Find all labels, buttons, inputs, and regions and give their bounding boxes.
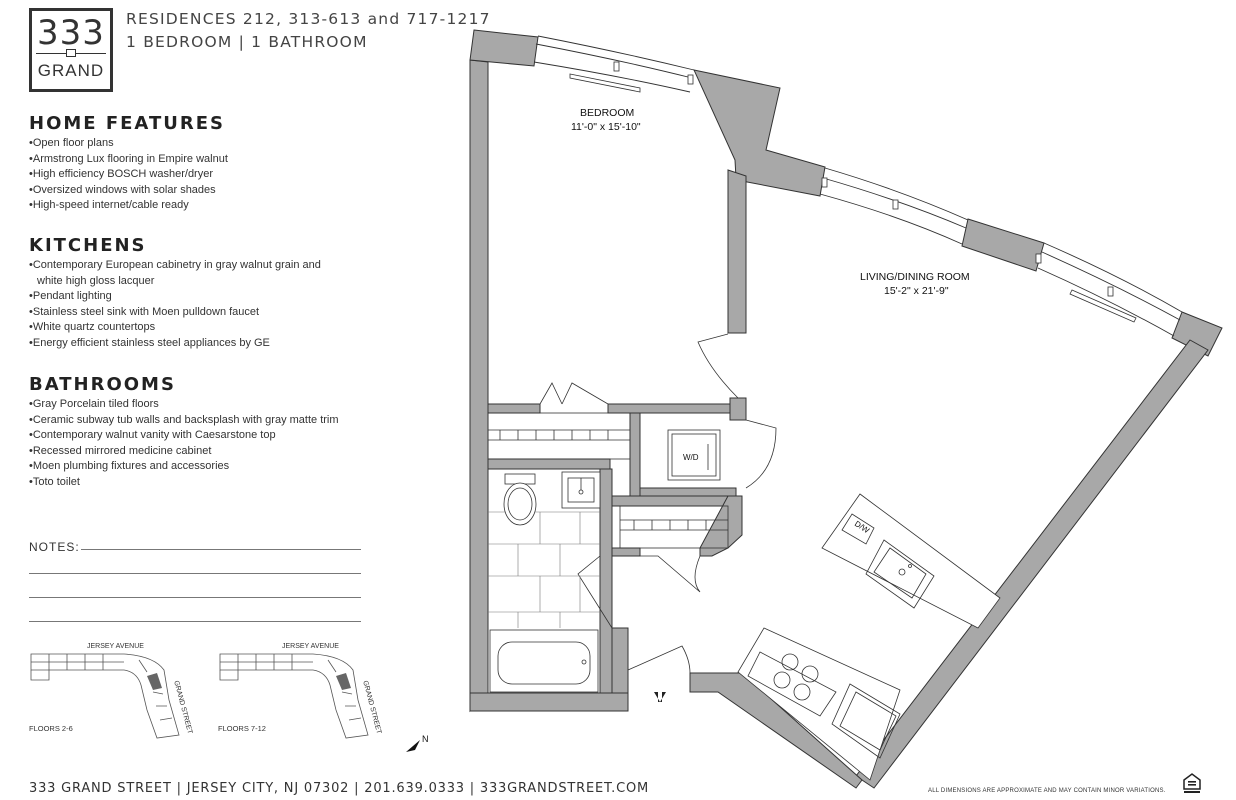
logo-divider: [36, 49, 106, 62]
bathrooms-list: Gray Porcelain tiled floors Ceramic subw…: [29, 397, 389, 491]
list-item: Stainless steel sink with Moen pulldown …: [29, 305, 339, 321]
list-item: Oversized windows with solar shades: [29, 183, 369, 199]
notes-line: [29, 597, 361, 598]
list-item: High efficiency BOSCH washer/dryer: [29, 167, 369, 183]
residences-title: RESIDENCES 212, 313-613 and 717-1217: [126, 10, 491, 28]
living-dims: 15'-2" x 21'-9": [884, 285, 949, 297]
logo-number: 333: [37, 13, 105, 53]
equal-housing-icon: [1183, 773, 1201, 793]
wall-pier: [961, 218, 1045, 272]
notes-area: NOTES:: [29, 538, 361, 622]
kitchens-title: KITCHENS: [29, 235, 147, 256]
notes-line: [29, 621, 361, 622]
list-item: Contemporary walnut vanity with Caesarst…: [29, 428, 389, 444]
living-name: LIVING/DINING ROOM: [860, 271, 970, 283]
disclaimer: ALL DIMENSIONS ARE APPROXIMATE AND MAY C…: [928, 788, 1166, 794]
list-item: Moen plumbing fixtures and accessories: [29, 459, 389, 475]
home-features-title: HOME FEATURES: [29, 113, 225, 134]
unit-type: 1 BEDROOM | 1 BATHROOM: [126, 33, 368, 51]
list-item: White quartz countertops: [29, 320, 339, 336]
list-item: Contemporary European cabinetry in gray …: [29, 258, 339, 289]
home-features-section: HOME FEATURES Open floor plans Armstrong…: [29, 112, 369, 214]
wall-right: [855, 339, 1209, 789]
list-item: Pendant lighting: [29, 289, 339, 305]
list-item: Energy efficient stainless steel applian…: [29, 336, 339, 352]
list-item: High-speed internet/cable ready: [29, 198, 369, 214]
list-item: Gray Porcelain tiled floors: [29, 397, 389, 413]
keyplan-caption: FLOORS 2-6: [29, 724, 73, 733]
list-item: Ceramic subway tub walls and backsplash …: [29, 413, 389, 429]
kitchen: [737, 493, 1001, 781]
logo-word: GRAND: [37, 61, 105, 80]
north-label: N: [422, 734, 429, 744]
keyplan-drawing: [219, 653, 369, 739]
keyplan-street-top: JERSEY AVENUE: [87, 643, 144, 650]
list-item: Open floor plans: [29, 136, 369, 152]
list-item: Armstrong Lux flooring in Empire walnut: [29, 152, 369, 168]
wall-bottom: [469, 692, 629, 712]
kitchens-section: KITCHENS Contemporary European cabinetry…: [29, 234, 339, 352]
list-item: Recessed mirrored medicine cabinet: [29, 444, 389, 460]
keyplan-floors-2-6: JERSEY AVENUE GRAND STREET FLOORS 2-6: [29, 640, 199, 740]
header: RESIDENCES 212, 313-613 and 717-1217 1 B…: [126, 8, 491, 54]
wall-bedroom-right: [727, 169, 747, 334]
list-item: Toto toilet: [29, 475, 389, 491]
footer-address: 333 GRAND STREET | JERSEY CITY, NJ 07302…: [29, 781, 650, 796]
notes-line: [29, 573, 361, 574]
notes-line: [81, 549, 361, 550]
logo: 333 GRAND: [29, 8, 113, 92]
bathrooms-title: BATHROOMS: [29, 374, 176, 395]
wall-left: [469, 59, 489, 713]
notes-label: NOTES:: [29, 540, 80, 554]
bathrooms-section: BATHROOMS Gray Porcelain tiled floors Ce…: [29, 373, 389, 491]
home-features-list: Open floor plans Armstrong Lux flooring …: [29, 136, 369, 214]
entry-arrow-icon: [654, 692, 666, 702]
keyplan-drawing: [30, 653, 180, 739]
keyplan-street-top: JERSEY AVENUE: [282, 643, 339, 650]
wall-pier: [1171, 311, 1223, 357]
bedroom-dims: 11'-0" x 15'-10": [571, 121, 641, 133]
wall-jog: [693, 69, 826, 197]
washer-dryer-label: W/D: [683, 453, 699, 462]
bedroom-name: BEDROOM: [580, 107, 634, 119]
keyplan-floors-7-12: JERSEY AVENUE GRAND STREET FLOORS 7-12: [218, 640, 388, 740]
wall-pier: [469, 29, 539, 67]
north-arrow-icon: N: [406, 734, 429, 752]
keyplan-caption: FLOORS 7-12: [218, 724, 266, 733]
kitchens-list: Contemporary European cabinetry in gray …: [29, 258, 339, 352]
